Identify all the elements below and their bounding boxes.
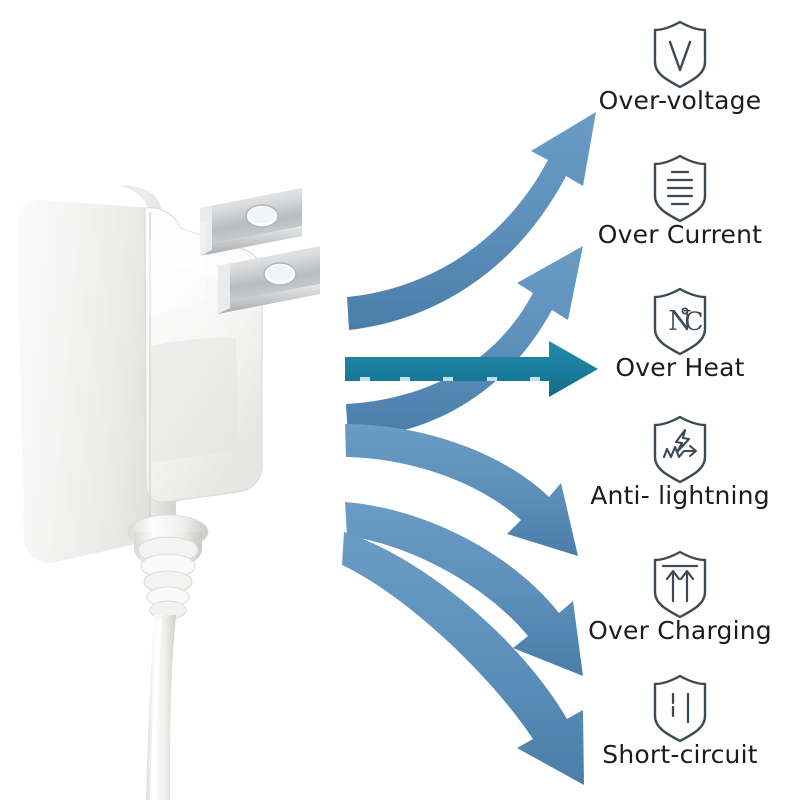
power-adapter-illustration xyxy=(0,150,360,800)
feature-label: Over Heat xyxy=(615,353,745,382)
feature-label: Over-voltage xyxy=(598,86,762,115)
arrow-to-anti-lightning xyxy=(345,424,578,556)
feature-label: Over Charging xyxy=(588,616,772,645)
svg-text:C: C xyxy=(684,307,703,336)
feature-label: Short-circuit xyxy=(602,740,758,769)
arrow-to-over-charging xyxy=(345,502,583,676)
adapter-prong-upper xyxy=(200,188,302,256)
adapter-cable-boot xyxy=(127,514,209,620)
feature-item-anti-lightning[interactable]: Anti- lightning xyxy=(560,413,800,533)
shield-temperature-icon: N C xyxy=(649,285,711,357)
adapter-body-left-face xyxy=(18,199,176,563)
arrow-over-heat-ticks xyxy=(360,377,540,381)
shield-voltage-icon xyxy=(649,18,711,90)
feature-item-over-charging[interactable]: Over Charging xyxy=(560,548,800,668)
feature-label: Over Current xyxy=(597,220,763,249)
arrow-to-over-voltage xyxy=(347,112,596,330)
feature-item-over-heat[interactable]: N C Over Heat xyxy=(560,285,800,405)
feature-item-over-current[interactable]: Over Current xyxy=(560,152,800,272)
adapter-prong-lower xyxy=(218,246,320,314)
arrow-to-short-circuit xyxy=(342,532,584,785)
shield-lightning-icon xyxy=(649,413,711,485)
adapter-cable xyxy=(146,615,176,800)
shield-current-icon xyxy=(649,152,711,224)
feature-item-short-circuit[interactable]: Short-circuit xyxy=(560,672,800,792)
feature-item-over-voltage[interactable]: Over-voltage xyxy=(560,18,800,138)
shield-overcharge-icon xyxy=(649,548,711,620)
arrow-to-over-current xyxy=(346,246,583,438)
feature-label: Anti- lightning xyxy=(590,481,770,510)
shield-shortcircuit-icon xyxy=(649,672,711,744)
